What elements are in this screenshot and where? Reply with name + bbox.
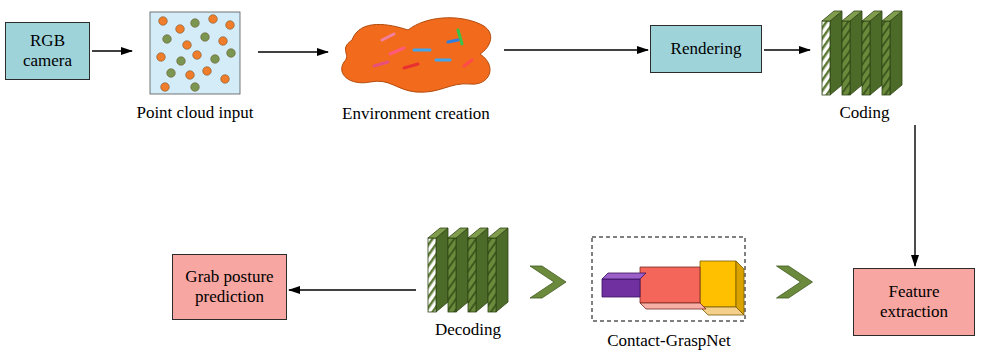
- point-cloud-figure: Point cloud input: [134, 9, 256, 123]
- figure-label: Decoding: [435, 320, 501, 340]
- box-label: RGB camera: [14, 31, 81, 72]
- output-box: Grab posture prediction: [172, 254, 287, 320]
- illustration: [135, 9, 255, 97]
- process-box: Feature extraction: [853, 268, 975, 336]
- chevron-arrow: [530, 266, 566, 298]
- box-label: Grab posture prediction: [181, 267, 278, 308]
- illustration: [418, 226, 518, 314]
- network-figure: Contact-GraspNet: [590, 233, 748, 351]
- flow-arrow: [504, 49, 648, 50]
- figure-label: Point cloud input: [136, 103, 253, 123]
- environment-figure: Environment creation: [330, 10, 502, 124]
- figure-label: Contact-GraspNet: [607, 331, 731, 351]
- figure-label: Coding: [839, 103, 889, 123]
- encoder-figure: Coding: [812, 9, 917, 123]
- flow-arrow: [914, 125, 915, 266]
- decoder-figure: Decoding: [418, 226, 518, 340]
- illustration: [330, 10, 502, 98]
- chevron-arrow: [777, 266, 813, 298]
- box-label: Feature extraction: [862, 282, 966, 323]
- illustration: [812, 9, 917, 97]
- flow-arrow: [289, 289, 416, 290]
- flow-arrow: [764, 49, 810, 50]
- box-label: Rendering: [671, 39, 742, 59]
- process-box: Rendering: [650, 25, 762, 73]
- illustration: [590, 233, 748, 325]
- camera-box: RGB camera: [5, 22, 90, 80]
- flow-arrow: [92, 50, 132, 51]
- figure-label: Environment creation: [342, 104, 490, 124]
- flow-arrow: [258, 51, 328, 52]
